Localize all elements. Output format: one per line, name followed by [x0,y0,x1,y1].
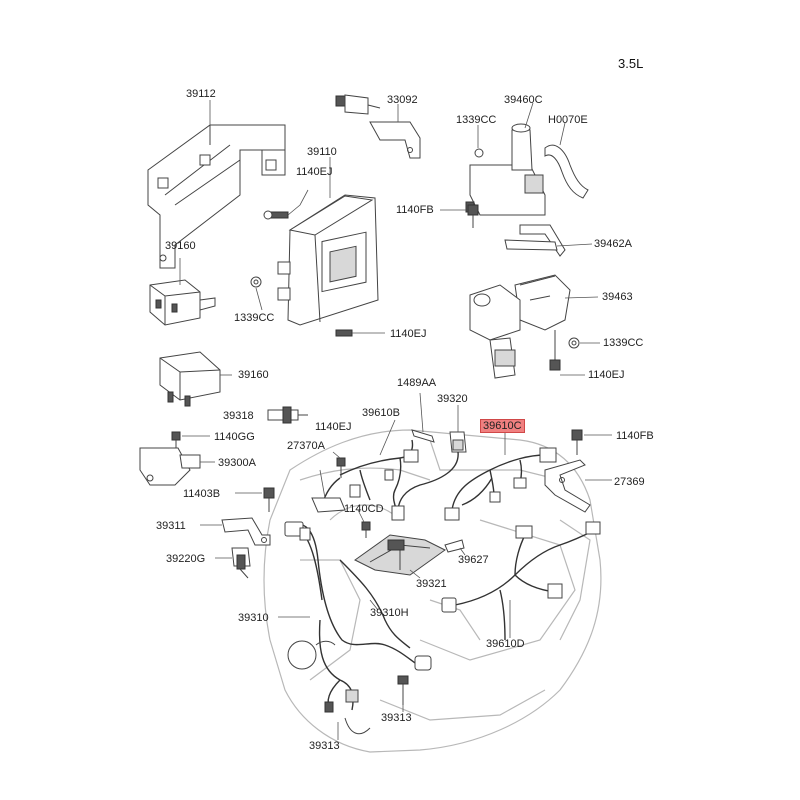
part-label-11403b[interactable]: 11403B [183,488,221,500]
bracket-39311 [200,517,271,579]
bracket-39112 [147,100,286,269]
part-label-1140cd[interactable]: 1140CD [344,503,384,515]
part-label-39318[interactable]: 39318 [223,410,254,422]
part-label-h0070e[interactable]: H0070E [548,114,588,126]
part-label-27370a[interactable]: 27370A [287,440,325,452]
part-label-39320[interactable]: 39320 [437,393,468,405]
engine-outline [263,429,602,753]
engine-size-label: 3.5L [618,56,644,71]
sensor-33092 [335,94,421,159]
part-label-39160-b[interactable]: 39160 [238,369,269,381]
solenoid-39460c [465,102,593,257]
bolt-11403b [235,487,275,512]
clip-1489aa [391,392,467,521]
part-label-39300a[interactable]: 39300A [218,457,256,469]
part-label-1140ej-a[interactable]: 1140EJ [296,166,333,178]
part-39321 [354,509,466,579]
part-label-1140ej-c[interactable]: 1140EJ [588,369,625,381]
part-label-39313-b[interactable]: 39313 [381,712,412,724]
part-label-1140fb-a[interactable]: 1140FB [396,204,434,216]
part-label-39610c-highlighted[interactable]: 39610C [480,419,525,433]
relay-39160-upper [149,258,216,326]
part-label-1339cc-c[interactable]: 1339CC [603,337,644,349]
part-label-39112[interactable]: 39112 [186,88,216,100]
ecu-39110 [250,157,385,337]
harness-39610d [441,521,601,641]
part-label-1140ej-b[interactable]: 1140EJ [390,328,427,340]
part-label-39311[interactable]: 39311 [156,520,186,532]
part-label-27369[interactable]: 27369 [614,476,645,488]
solenoid-39463 [469,274,600,379]
part-label-39627[interactable]: 39627 [458,554,489,566]
harness-39610c [444,433,557,521]
part-label-39610b[interactable]: 39610B [362,407,400,419]
part-label-39462a[interactable]: 39462A [594,238,632,250]
harness-39310h [339,559,411,649]
part-label-39313-a[interactable]: 39313 [309,740,340,752]
part-label-39160-a[interactable]: 39160 [165,240,196,252]
part-label-39463[interactable]: 39463 [602,291,633,303]
part-label-39460c[interactable]: 39460C [504,94,543,106]
part-label-39310[interactable]: 39310 [238,612,269,624]
part-label-1140fb-b[interactable]: 1140FB [616,430,654,442]
part-label-1339cc-b[interactable]: 1339CC [234,312,275,324]
part-label-33092[interactable]: 33092 [387,94,418,106]
relay-39160-lower [159,351,232,407]
part-label-39220g[interactable]: 39220G [166,553,206,565]
bracket-27369 [544,429,612,513]
bolt-1140fb-top [440,204,479,228]
part-label-1489aa[interactable]: 1489AA [397,377,437,389]
sensor-39300a [139,431,215,486]
part-label-1140ej-d[interactable]: 1140EJ [315,421,352,433]
part-label-39321[interactable]: 39321 [416,578,447,590]
part-label-1339cc-a[interactable]: 1339CC [456,114,497,126]
part-label-1140gg[interactable]: 1140GG [214,431,255,443]
harness-39310 [278,521,432,740]
part-label-39310h[interactable]: 39310H [370,607,409,619]
sensor-39318 [267,406,308,424]
part-label-39610d[interactable]: 39610D [486,638,525,650]
harness-39610b [311,419,419,513]
part-label-39110[interactable]: 39110 [307,146,337,158]
